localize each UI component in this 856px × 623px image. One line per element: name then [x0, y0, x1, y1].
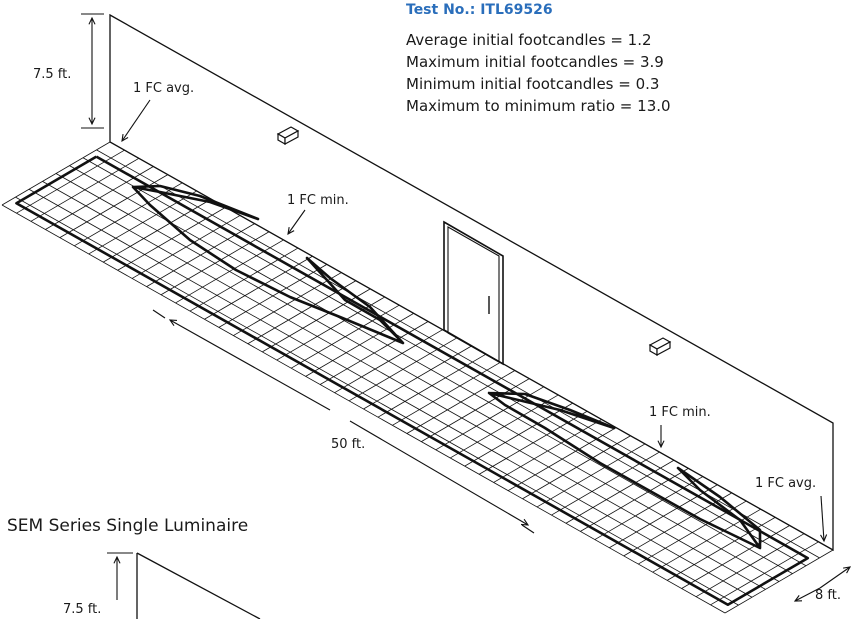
height-arrow-up-2-head — [113, 555, 121, 564]
length-label: 50 ft. — [331, 437, 366, 452]
fc-avg-label-left: 1 FC avg. — [133, 81, 195, 96]
fc-avg-right-leader — [820, 495, 825, 542]
height-arrow-down-head — [88, 117, 96, 126]
test-number: Test No.: ITL69526 — [406, 2, 553, 18]
floor-grid — [1, 141, 834, 614]
length-arrow-right-head — [520, 518, 530, 526]
length-arrow-left-head — [168, 319, 178, 327]
width-arrow-left — [794, 587, 821, 602]
avg-contour — [15, 155, 810, 606]
dimension-lines — [81, 13, 852, 602]
width-arrow-right-head — [843, 566, 852, 574]
grid-line — [1, 204, 726, 614]
grid-line — [42, 181, 766, 590]
door — [443, 220, 504, 366]
width-label: 8 ft. — [815, 588, 841, 603]
fc-min-upper-leader-head — [287, 227, 295, 236]
stat-minimum: Minimum initial footcandles = 0.3 — [406, 75, 660, 93]
stats-list: Average initial footcandles = 1.2 Maximu… — [406, 29, 671, 117]
min-contour-lower — [487, 391, 762, 550]
stat-average: Average initial footcandles = 1.2 — [406, 31, 652, 49]
fc-min-label-lower: 1 FC min. — [649, 405, 711, 420]
height-arrow-up-head — [88, 16, 96, 25]
length-arrow-right — [349, 420, 529, 526]
illuminance-contours — [15, 155, 810, 606]
length-arrow-left — [169, 319, 331, 411]
second-section-wall — [136, 552, 261, 620]
stat-ratio: Maximum to minimum ratio = 13.0 — [406, 97, 671, 115]
length-tick-end — [521, 524, 535, 534]
luminaire-2-icon — [648, 337, 672, 357]
stat-maximum: Maximum initial footcandles = 3.9 — [406, 53, 664, 71]
grid-line — [15, 196, 739, 606]
length-tick-start — [152, 309, 166, 319]
grid-line — [28, 188, 753, 598]
width-arrow-right — [819, 566, 851, 589]
fc-min-upper-leader — [287, 209, 306, 235]
fc-avg-label-right: 1 FC avg. — [755, 476, 817, 491]
fc-avg-left-leader-head — [121, 133, 129, 143]
section-title: SEM Series Single Luminaire — [7, 516, 249, 536]
height-label-bottom: 7.5 ft. — [63, 602, 102, 617]
min-contour-upper — [131, 184, 405, 345]
fc-min-label-upper: 1 FC min. — [287, 193, 349, 208]
width-arrow-left-head — [793, 595, 803, 602]
grid-line — [69, 165, 793, 574]
grid-line — [82, 157, 807, 567]
fc-min-lower-leader-head — [657, 440, 665, 449]
grid-line — [55, 173, 780, 582]
luminaire-1-icon — [276, 126, 300, 146]
height-label-top: 7.5 ft. — [33, 67, 72, 82]
fc-avg-right-leader-head — [820, 534, 828, 543]
fc-avg-left-leader — [121, 99, 151, 142]
